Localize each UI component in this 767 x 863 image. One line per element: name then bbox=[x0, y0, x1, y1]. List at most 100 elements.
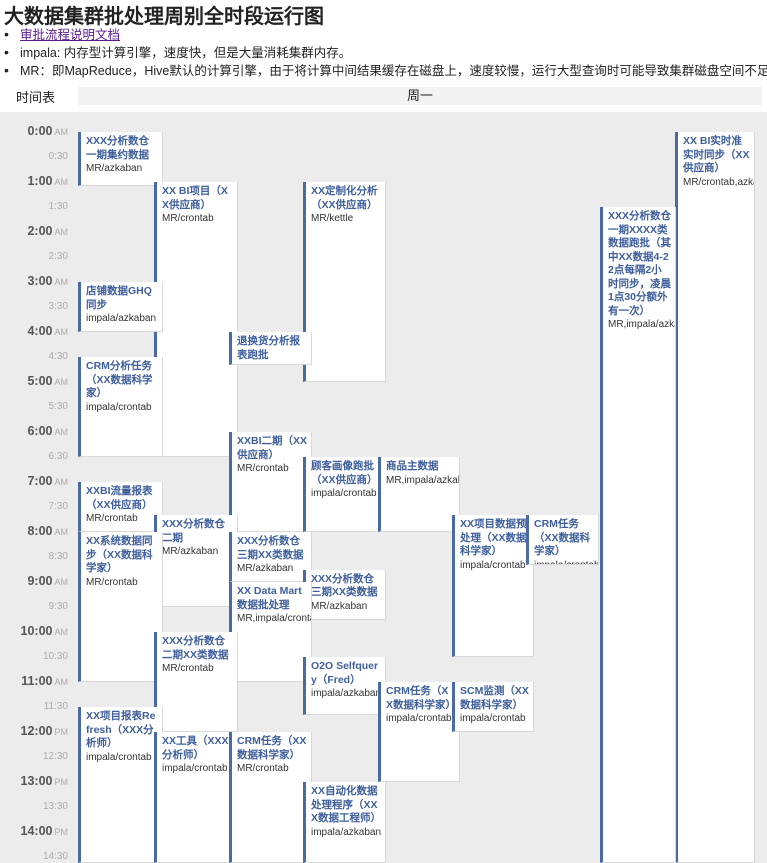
half-hour-label: 1:30 bbox=[48, 201, 68, 212]
event-engine: impala/crontab bbox=[460, 713, 526, 724]
event-engine: MR/crontab bbox=[162, 663, 214, 674]
schedule-event[interactable]: XXX分析数仓三期XX类数据 MR/azkaban bbox=[229, 532, 312, 582]
schedule-event[interactable]: CRM任务（XX数据科学家） impala/crontab bbox=[378, 682, 460, 782]
schedule-event[interactable]: XXBI二期（XX供应商）MR/crontab bbox=[229, 432, 312, 532]
event-engine: MR/crontab,azkaban bbox=[683, 176, 754, 188]
notes-list: •审批流程说明文档 •impala: 内存型计算引擎，速度快，但是大量消耗集群内… bbox=[4, 25, 767, 79]
bullet-icon: • bbox=[4, 26, 9, 42]
event-title: 退换货分析报表跑批 bbox=[237, 335, 300, 361]
event-title: SCM监测（XX数据科学家） bbox=[460, 685, 529, 711]
event-engine: MR/azkaban bbox=[237, 563, 294, 574]
event-title: XX工具（XXX分析师） bbox=[162, 735, 229, 761]
half-hour-label: 12:30 bbox=[42, 751, 68, 762]
schedule-event[interactable]: 顾客画像跑批（XX供应商） impala/crontab bbox=[303, 457, 386, 532]
bullet-icon: • bbox=[4, 62, 9, 78]
half-hour-label: 7:30 bbox=[48, 501, 68, 512]
event-title: XXBI流量报表（XX供应商） bbox=[86, 485, 153, 511]
page-title: 大数据集群批处理周别全时段运行图 bbox=[4, 6, 324, 28]
event-engine: impala/crontab bbox=[86, 751, 152, 763]
time-column-header: 时间表 bbox=[16, 90, 56, 105]
event-engine: MR/azkaban bbox=[311, 600, 368, 612]
event-engine: impala/crontab bbox=[86, 401, 152, 413]
event-title: XX定制化分析（XX供应商） bbox=[311, 185, 378, 211]
hour-text: 11:00 bbox=[21, 674, 53, 688]
ampm-text: AM bbox=[54, 477, 69, 487]
schedule-event[interactable]: XX工具（XXX分析师）impala/crontab bbox=[154, 732, 238, 863]
event-title: CRM任务（XX数据科学家） bbox=[534, 518, 591, 558]
event-engine: MR/crontab bbox=[162, 213, 214, 224]
event-engine: impala/crontab bbox=[311, 488, 377, 499]
event-engine: MR/crontab bbox=[237, 463, 289, 474]
half-hour-label: 13:30 bbox=[42, 801, 68, 812]
hour-text: 2:00 bbox=[27, 224, 53, 238]
schedule-event[interactable]: XX项目数据预处理（XX数据科学家）impala/crontab bbox=[452, 515, 534, 657]
schedule-event[interactable]: XX BI实时准实时同步（XX供应商） MR/crontab,azkaban bbox=[675, 132, 755, 863]
ampm-text: PM bbox=[54, 777, 69, 787]
schedule-event[interactable]: SCM监测（XX数据科学家） impala/crontab bbox=[452, 682, 534, 732]
schedule-event[interactable]: XXX分析数仓二期XX类数据 MR/crontab bbox=[154, 632, 238, 732]
event-title: 顾客画像跑批（XX供应商） bbox=[311, 460, 378, 486]
half-hour-label: 2:30 bbox=[48, 251, 68, 262]
ampm-text: AM bbox=[54, 327, 69, 337]
ampm-text: AM bbox=[54, 577, 69, 587]
schedule-event[interactable]: XX系统数据同步（XX数据科学家）MR/crontab bbox=[78, 532, 163, 682]
approval-doc-link[interactable]: 审批流程说明文档 bbox=[20, 28, 121, 42]
schedule-event[interactable]: CRM任务（XX数据科学家） MR/crontab bbox=[229, 732, 312, 863]
schedule-event[interactable]: 退换货分析报表跑批 bbox=[229, 332, 312, 366]
event-engine: MR/crontab bbox=[237, 763, 289, 774]
event-title: XX BI实时准实时同步（XX供应商） bbox=[683, 135, 750, 174]
half-hour-label: 11:30 bbox=[43, 701, 68, 712]
event-title: CRM任务（XX数据科学家） bbox=[237, 735, 307, 761]
event-title: XXX分析数仓三期XX类数据 bbox=[237, 535, 304, 561]
schedule-event[interactable]: O2O Selfquery（Fred）impala/azkaban bbox=[303, 657, 386, 716]
event-engine: impala/crontab bbox=[386, 713, 452, 724]
event-title: XX系统数据同步（XX数据科学家） bbox=[86, 535, 153, 574]
event-engine: MR/azkaban bbox=[86, 163, 143, 174]
schedule-event[interactable]: XX BI项目（XX供应商） MR/crontab bbox=[154, 182, 238, 457]
schedule-event[interactable]: CRM任务（XX数据科学家）impala/crontab bbox=[526, 515, 599, 566]
schedule-event[interactable]: XXBI流量报表（XX供应商） MR/crontab bbox=[78, 482, 163, 532]
ampm-text: AM bbox=[54, 377, 69, 387]
schedule-event[interactable]: XX项目报表Refresh（XXX分析师）impala/crontab bbox=[78, 707, 163, 863]
ampm-text: AM bbox=[54, 277, 69, 287]
half-hour-label: 4:30 bbox=[48, 351, 68, 362]
bullet-icon: • bbox=[4, 44, 9, 60]
event-title: CRM任务（XX数据科学家） bbox=[386, 685, 457, 711]
note-item-mr: • MR：即MapReduce，Hive默认的计算引擎，由于将计算中间结果缓存在磁… bbox=[4, 61, 767, 79]
event-title: XXX分析数仓二期 bbox=[162, 518, 226, 544]
event-title: 商品主数据 bbox=[386, 460, 439, 472]
schedule-event[interactable]: XX定制化分析（XX供应商）MR/kettle bbox=[303, 182, 386, 382]
event-engine: MR/crontab bbox=[86, 513, 138, 524]
event-title: XX BI项目（XX供应商） bbox=[162, 185, 228, 211]
event-title: XX项目数据预处理（XX数据科学家） bbox=[460, 518, 527, 558]
event-engine: MR,impala/azkaban bbox=[608, 319, 675, 330]
note-item-doc: • 审批流程说明文档 bbox=[4, 25, 767, 43]
hour-text: 7:00 bbox=[27, 474, 53, 488]
hour-text: 8:00 bbox=[27, 524, 53, 538]
half-hour-label: 8:30 bbox=[48, 551, 68, 562]
schedule-event[interactable]: CRM分析任务（XX数据科学家）impala/crontab bbox=[78, 357, 163, 457]
schedule-event[interactable]: XX自动化数据处理程序（XXX数据工程师）impala/azkaban bbox=[303, 782, 386, 863]
half-hour-label: 0:30 bbox=[48, 151, 68, 162]
event-title: XXX分析数仓三期XX类数据 bbox=[311, 572, 378, 599]
schedule-event[interactable]: XXX分析数仓一期XXXX类数据跑批（其中XX数据4-22点每隔2小时同步，凌晨… bbox=[600, 207, 676, 863]
event-title: XXX分析数仓一期XXXX类数据跑批（其中XX数据4-22点每隔2小时同步，凌晨… bbox=[608, 210, 672, 317]
event-engine: impala/azkaban bbox=[311, 826, 382, 838]
note-text: MR：即MapReduce，Hive默认的计算引擎，由于将计算中间结果缓存在磁盘… bbox=[20, 64, 767, 78]
event-title: XXX分析数仓二期XX类数据 bbox=[162, 635, 229, 661]
